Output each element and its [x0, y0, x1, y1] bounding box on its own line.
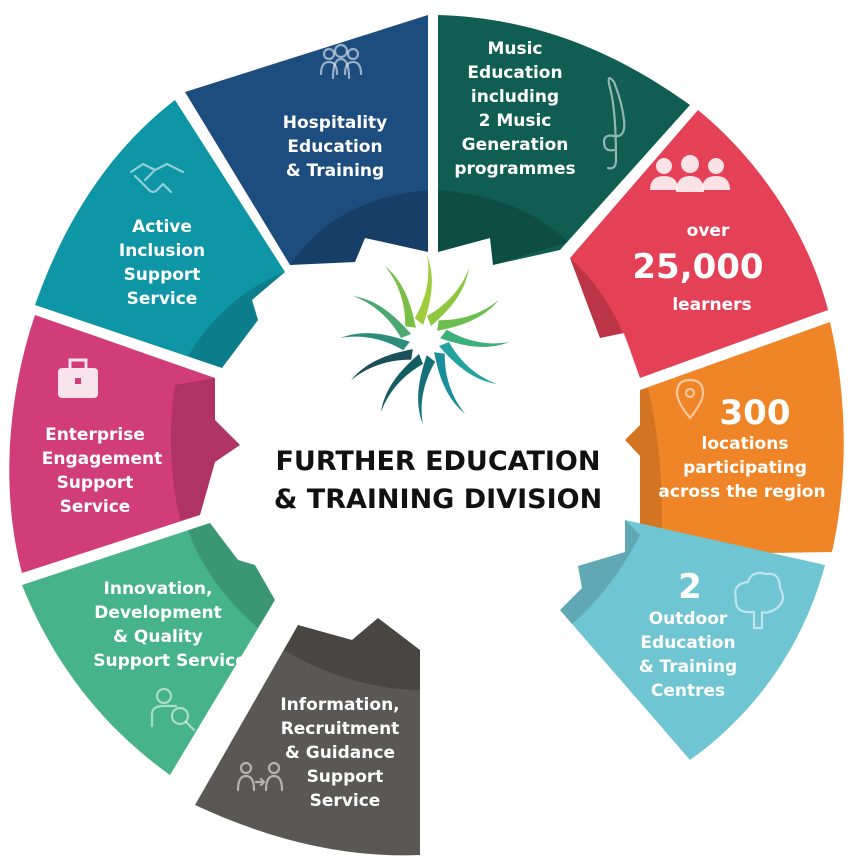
segment-learners-label-over: over [687, 221, 730, 241]
briefcase-icon [58, 358, 98, 398]
segment-outdoor: 2 Outdoor Education & Training Centres [560, 520, 825, 760]
segment-information-shape [195, 618, 420, 856]
segment-locations-label-3: across the region [658, 482, 825, 502]
swirl-blade [434, 352, 466, 415]
segment-information: Information, Recruitment & Guidance Supp… [195, 618, 420, 856]
segment-information-label-2: Recruitment [281, 719, 400, 739]
segment-inclusion-label-3: Support [124, 265, 201, 285]
segment-enterprise: Enterprise Engagement Support Service [9, 315, 241, 573]
segment-music-shape [438, 15, 690, 265]
segment-inclusion-shape [35, 100, 285, 368]
segment-enterprise-label-4: Service [60, 497, 131, 517]
segment-music-label-6: programmes [454, 159, 575, 179]
swirl-blade [414, 255, 432, 325]
segment-outdoor-shade [560, 520, 640, 624]
segment-learners-label-learners: learners [672, 295, 751, 315]
swirl-blade [418, 355, 436, 425]
segment-learners-shape [570, 110, 828, 378]
center-hub: FURTHER EDUCATION & TRAINING DIVISION [274, 255, 602, 515]
segment-music-label-3: including [471, 87, 559, 107]
swirl-blade [440, 329, 510, 347]
center-title-line-2: & TRAINING DIVISION [274, 484, 602, 515]
segment-outdoor-big-number: 2 [678, 567, 702, 607]
swirl-blade [437, 299, 500, 331]
center-title-line-1: FURTHER EDUCATION [275, 446, 600, 477]
segment-inclusion-shade [188, 272, 285, 368]
segment-hospitality-label-3: & Training [286, 161, 384, 181]
segment-learners-shade [570, 258, 638, 376]
treble-clef-icon [602, 77, 626, 170]
segment-inclusion: Active Inclusion Support Service [35, 100, 285, 368]
people-group-icon [319, 43, 363, 80]
segment-enterprise-label-2: Engagement [42, 449, 163, 469]
segment-locations-shape [625, 322, 844, 555]
swirl-blade [350, 349, 413, 381]
swirl-blade [340, 333, 410, 351]
segment-information-label-1: Information, [280, 695, 399, 715]
segment-music-shade [438, 190, 568, 265]
swirl-blade [381, 354, 423, 412]
segment-music-label-5: Generation [462, 135, 569, 155]
handshake-icon [129, 162, 185, 194]
segment-music-label-1: Music [487, 39, 542, 59]
two-people-exchange-icon [236, 761, 284, 792]
segment-hospitality-label-1: Hospitality [283, 113, 387, 133]
swirl-blade [427, 268, 469, 326]
segment-information-shade [284, 618, 420, 690]
map-pin-icon [675, 378, 705, 420]
segment-innovation-label-2: Development [94, 603, 221, 623]
segment-innovation-label-4: Support Service [93, 651, 246, 671]
segment-learners-big-number: 25,000 [632, 247, 763, 287]
segment-innovation-shape [22, 523, 275, 775]
segment-information-label-3: & Guidance [285, 743, 395, 763]
tree-icon [734, 571, 785, 630]
segment-hospitality-shade [290, 190, 428, 265]
segment-outdoor-label-2: Education [640, 633, 735, 653]
segment-music-label-4: 2 Music [479, 111, 552, 131]
segment-locations-shade [625, 388, 662, 555]
segment-enterprise-label-1: Enterprise [45, 425, 145, 445]
segment-outdoor-label-3: & Training [639, 657, 737, 677]
swirl-blade [439, 342, 497, 384]
segment-locations-label-2: participating [683, 458, 807, 478]
magnifier-person-icon [150, 687, 196, 732]
segment-enterprise-label-3: Support [57, 473, 134, 493]
segment-locations-label-1: locations [702, 434, 789, 454]
segment-enterprise-shade [170, 378, 240, 520]
segment-outdoor-shape [560, 520, 825, 760]
segment-learners: over 25,000 learners [570, 110, 828, 378]
segment-inclusion-label-1: Active [132, 217, 192, 237]
segment-inclusion-label-2: Inclusion [119, 241, 205, 261]
segment-information-label-4: Support [307, 767, 384, 787]
segment-locations: 300 locations participating across the r… [625, 322, 844, 555]
segment-music-label-2: Education [467, 63, 562, 83]
segment-locations-big-number: 300 [720, 393, 791, 433]
segment-information-label-5: Service [310, 791, 381, 811]
swirl-logo-icon [340, 255, 510, 425]
segment-innovation-shade [188, 523, 275, 628]
segment-innovation-label-3: & Quality [113, 627, 203, 647]
segment-hospitality-shape [185, 15, 428, 265]
segment-inclusion-label-4: Service [127, 289, 198, 309]
segment-innovation: Innovation, Development & Quality Suppor… [22, 523, 275, 775]
segment-outdoor-label-4: Centres [651, 681, 725, 701]
segment-outdoor-label-1: Outdoor [649, 609, 728, 629]
swirl-blade [353, 296, 411, 338]
segment-hospitality: Hospitality Education & Training [185, 15, 428, 265]
segment-music: Music Education including 2 Music Genera… [438, 15, 690, 265]
three-people-icon [650, 155, 730, 192]
segment-hospitality-label-2: Education [287, 137, 382, 157]
segment-innovation-label-1: Innovation, [104, 579, 213, 599]
swirl-blade [384, 265, 416, 328]
